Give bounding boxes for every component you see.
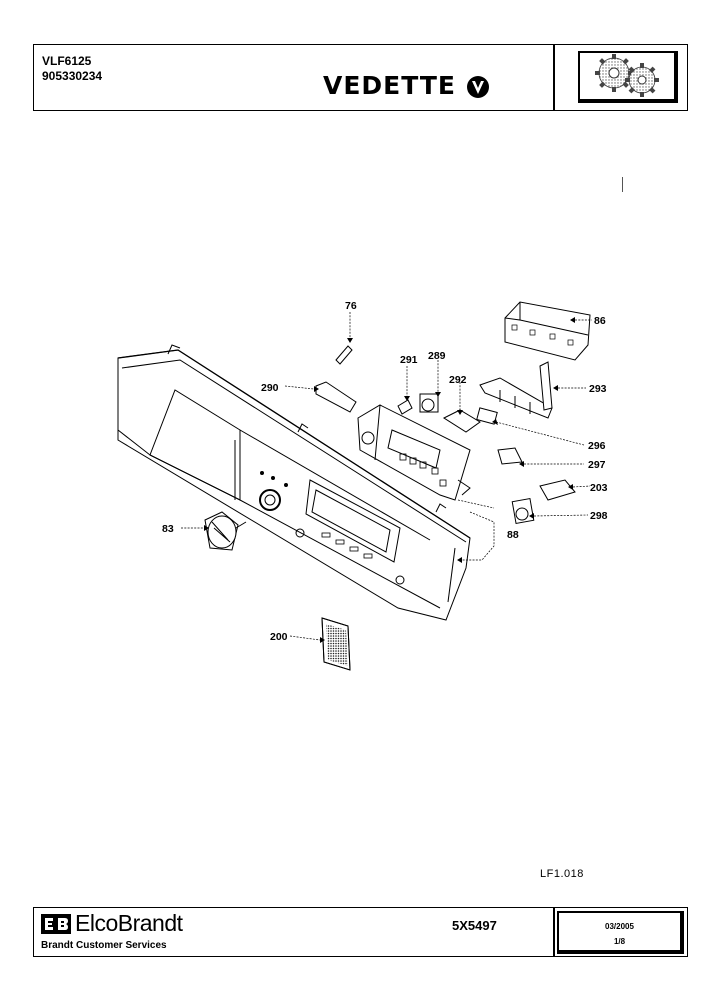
electronic-module	[357, 404, 471, 501]
part-296	[476, 407, 498, 425]
model-number: VLF6125	[42, 54, 92, 68]
part-290-bracket	[315, 381, 357, 413]
leader-arrows	[204, 317, 575, 643]
part-200-card	[321, 617, 351, 671]
services-label: Brandt Customer Services	[41, 940, 167, 951]
control-panel-fascia	[117, 344, 471, 621]
callout-88: 88	[507, 529, 519, 541]
callout-296: 296	[588, 440, 606, 452]
callout-86: 86	[594, 315, 606, 327]
callout-292: 292	[449, 374, 467, 386]
gears-icon	[595, 54, 659, 97]
callout-290: 290	[261, 382, 279, 394]
document-date: 03/2005	[605, 922, 634, 931]
part-203	[539, 479, 576, 501]
callout-297: 297	[588, 459, 606, 471]
part-293-rail	[479, 361, 553, 419]
part-298	[511, 498, 535, 524]
part-297	[497, 447, 523, 465]
callout-203: 203	[590, 482, 608, 494]
part-number: 905330234	[42, 69, 103, 83]
callout-76: 76	[345, 300, 357, 312]
footer-divider	[553, 908, 555, 956]
callout-298: 298	[590, 510, 608, 522]
elcobrandt-logo-icon	[41, 914, 71, 934]
callout-200: 200	[270, 631, 288, 643]
date-page-box: 03/2005 1/8	[557, 911, 684, 954]
callout-291: 291	[400, 354, 418, 366]
brand-name: VEDETTE	[323, 71, 457, 100]
exploded-parts-diagram: 76 86 291 289 290 292 293 296 297 203 83…	[117, 300, 608, 671]
document-number: 5X5497	[452, 918, 497, 933]
callout-293: 293	[589, 383, 607, 395]
gear-illustration-box	[578, 51, 678, 103]
leader-lines	[181, 312, 592, 641]
selector-knob	[204, 511, 247, 551]
page-number: 1/8	[613, 937, 626, 946]
callout-289: 289	[428, 350, 446, 362]
title-block-footer: ElcoBrandt Brandt Customer Services 5X54…	[33, 907, 688, 957]
margin-tick	[622, 177, 623, 192]
header-divider	[553, 45, 555, 110]
part-292	[442, 409, 481, 433]
part-289-switch	[419, 393, 439, 413]
figure-code: LF1.018	[540, 868, 584, 880]
title-block-header: VLF6125 905330234 VEDETTE	[33, 44, 688, 111]
part-76-lamp	[335, 345, 353, 365]
callout-83: 83	[162, 523, 174, 535]
part-86-block	[504, 301, 591, 361]
part-291	[397, 399, 413, 415]
vedette-logo-icon	[467, 76, 489, 98]
company-name: ElcoBrandt	[75, 910, 183, 936]
